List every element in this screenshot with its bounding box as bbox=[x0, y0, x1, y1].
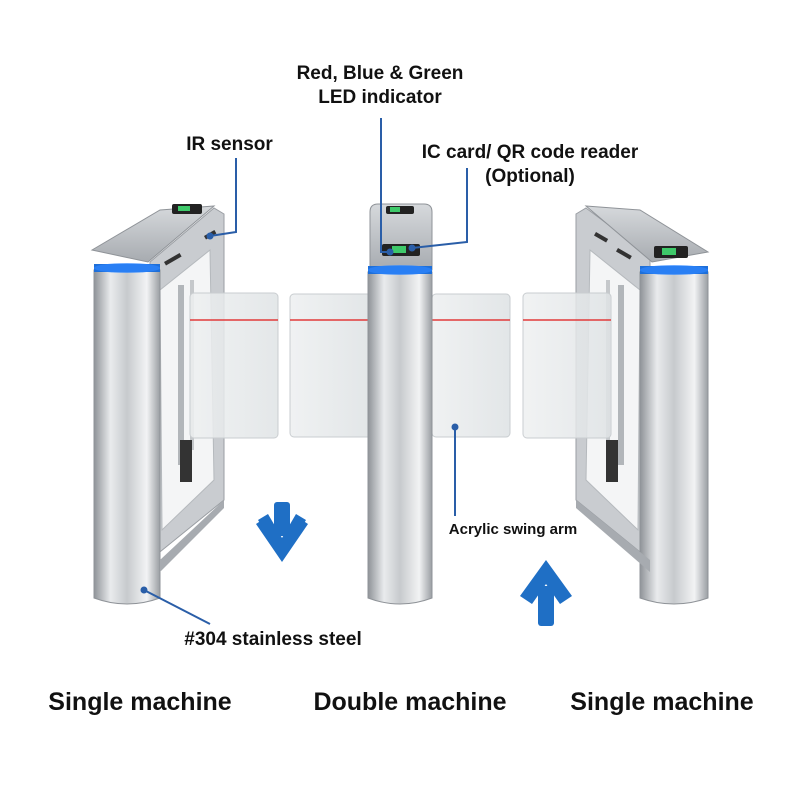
steel-callout-dot bbox=[140, 586, 148, 594]
stainless-steel-label: #304 stainless steel bbox=[184, 629, 362, 650]
caption-right-single-machine: Single machine bbox=[570, 688, 754, 716]
led-indicator-line2: LED indicator bbox=[318, 87, 442, 108]
led-callout-dot bbox=[386, 248, 394, 256]
reader-line1: IC card/ QR code reader bbox=[421, 142, 639, 163]
ir-callout-line bbox=[209, 158, 237, 237]
steel-callout-line bbox=[143, 589, 211, 625]
ir-sensor-label: IR sensor bbox=[186, 134, 273, 155]
arrow-up-icon bbox=[520, 560, 572, 626]
left-single-machine bbox=[90, 204, 279, 605]
caption-double-machine: Double machine bbox=[313, 688, 507, 716]
reader-line2: (Optional) bbox=[485, 166, 575, 187]
callout-lines bbox=[140, 118, 468, 625]
led-indicator-line1: Red, Blue & Green bbox=[296, 63, 464, 84]
reader-callout-dot bbox=[408, 244, 416, 252]
reader-callout-line bbox=[411, 168, 468, 249]
ir-callout-dot bbox=[206, 232, 214, 240]
middle-double-machine bbox=[289, 203, 511, 605]
swing-arm-label: Acrylic swing arm bbox=[448, 521, 578, 538]
led-indicator-label: Red, Blue & Green LED indicator bbox=[275, 62, 485, 110]
reader-label: IC card/ QR code reader (Optional) bbox=[402, 141, 658, 189]
arrow-down-icon bbox=[256, 502, 308, 562]
arm-callout-dot bbox=[451, 423, 459, 431]
caption-left-single-machine: Single machine bbox=[48, 688, 232, 716]
right-single-machine bbox=[522, 205, 710, 605]
